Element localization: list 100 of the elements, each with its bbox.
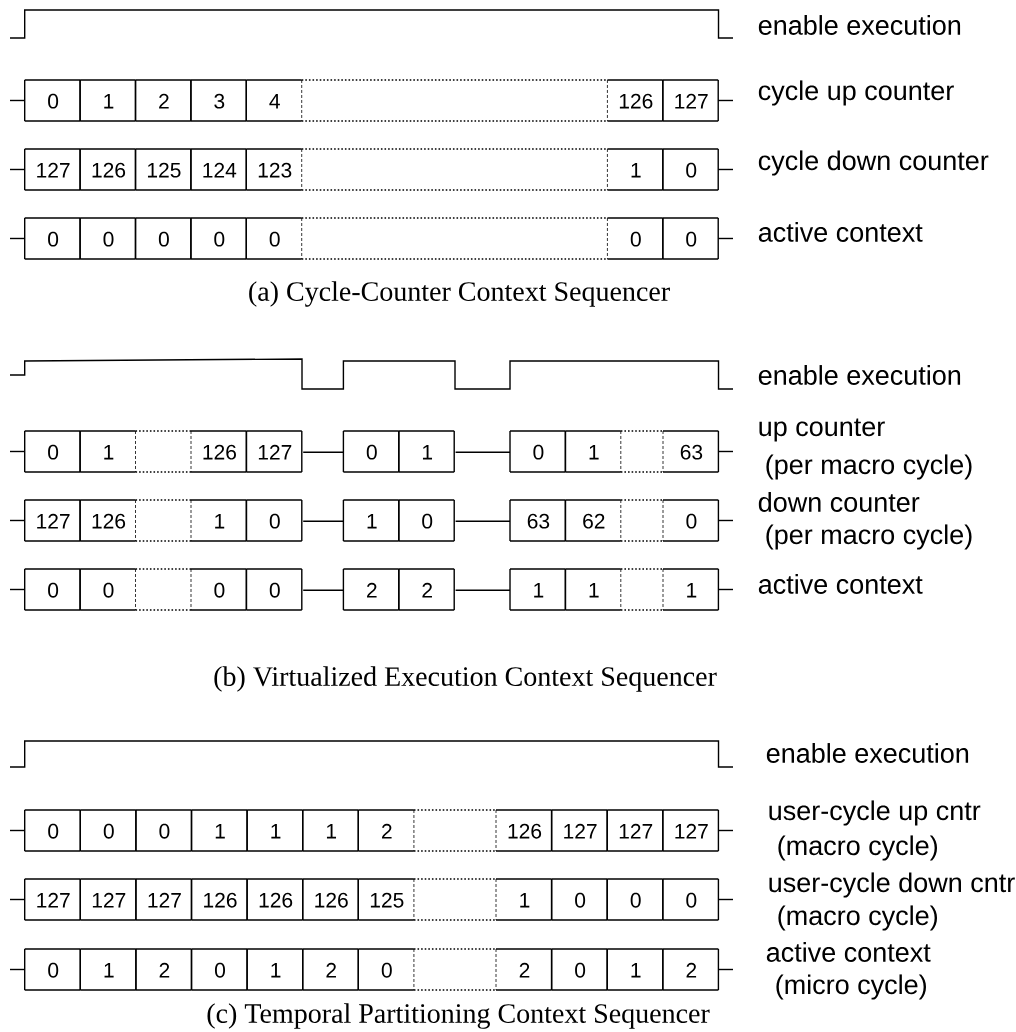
- value-cell: 0: [24, 948, 81, 991]
- signal-label: (per macro cycle): [766, 524, 972, 550]
- value-cell: 1: [79, 79, 137, 122]
- value-cell: 0: [662, 148, 719, 191]
- signal-label: active context: [758, 574, 923, 594]
- value-cell: 127: [606, 809, 664, 852]
- value-cell: 0: [550, 948, 608, 991]
- value-cell: 0: [24, 430, 81, 473]
- signal-label: enable execution: [758, 365, 961, 385]
- value-cell: 126: [302, 878, 359, 921]
- value-cell: 1: [606, 148, 664, 191]
- value-cell: 126: [606, 79, 664, 122]
- value-cell: 125: [134, 148, 192, 191]
- value-cell: 1: [606, 948, 664, 991]
- signal-label: down counter: [758, 492, 920, 512]
- value-cell: 1: [190, 499, 248, 542]
- signal-label: (macro cycle): [778, 835, 937, 861]
- value-cell: 0: [606, 217, 664, 260]
- bus-line: [302, 520, 345, 522]
- value-cell: 2: [495, 948, 553, 991]
- dotted-gap: [134, 499, 192, 542]
- value-cell: 127: [79, 878, 137, 921]
- value-cell: 1: [564, 430, 622, 473]
- value-cell: 0: [190, 568, 248, 611]
- value-cell: 0: [357, 948, 415, 991]
- value-cell: 1: [246, 809, 304, 852]
- value-cell: 0: [24, 217, 81, 260]
- value-cell: 1: [246, 948, 304, 991]
- value-cell: 0: [79, 217, 137, 260]
- value-cell: 0: [245, 568, 303, 611]
- signal-label: cycle down counter: [758, 150, 989, 176]
- value-cell: 0: [550, 878, 608, 921]
- value-cell: 2: [134, 79, 192, 122]
- value-cell: 125: [357, 878, 415, 921]
- value-cell: 0: [24, 809, 81, 852]
- value-cell: 126: [190, 430, 248, 473]
- dotted-gap: [620, 430, 664, 473]
- value-cell: 1: [302, 809, 359, 852]
- value-cell: 126: [190, 878, 248, 921]
- value-cell: 127: [135, 878, 193, 921]
- value-cell: 0: [662, 499, 720, 542]
- value-cell: 0: [398, 499, 455, 542]
- dotted-gap: [620, 568, 664, 611]
- signal-label: up counter: [759, 418, 885, 442]
- caption: (b) Virtualized Execution Context Sequencer: [214, 666, 717, 692]
- dotted-gap: [300, 79, 609, 122]
- value-cell: 1: [564, 568, 622, 611]
- value-cell: 123: [245, 148, 303, 191]
- value-cell: 127: [550, 809, 608, 852]
- value-cell: 1: [190, 809, 248, 852]
- value-cell: 127: [245, 430, 303, 473]
- dotted-gap: [620, 499, 664, 542]
- signal-label: user-cycle down cntr: [769, 872, 1015, 898]
- signal-label: (micro cycle): [776, 974, 926, 1000]
- value-cell: 0: [190, 217, 247, 260]
- signal-label: active context: [766, 942, 931, 962]
- value-cell: 1: [495, 878, 553, 921]
- value-cell: 2: [135, 948, 193, 991]
- bus-line: [302, 589, 345, 591]
- bus-line: [454, 589, 511, 591]
- signal-label: enable execution: [758, 15, 961, 35]
- signal-label: (per macro cycle): [766, 454, 972, 480]
- value-cell: 1: [79, 948, 137, 991]
- signal-label: cycle up counter: [758, 80, 954, 106]
- value-cell: 2: [662, 948, 720, 991]
- value-cell: 0: [190, 948, 248, 991]
- value-cell: 63: [509, 499, 567, 542]
- value-cell: 127: [662, 79, 719, 122]
- value-cell: 126: [246, 878, 304, 921]
- value-cell: 0: [135, 809, 193, 852]
- value-cell: 126: [79, 499, 137, 542]
- value-cell: 63: [662, 430, 720, 473]
- signal-label: enable execution: [766, 743, 969, 763]
- value-cell: 2: [342, 568, 400, 611]
- value-cell: 62: [564, 499, 622, 542]
- value-cell: 127: [662, 809, 720, 852]
- value-cell: 3: [190, 79, 247, 122]
- value-cell: 1: [398, 430, 455, 473]
- bus-line: [302, 451, 345, 453]
- value-cell: 2: [302, 948, 359, 991]
- value-cell: 1: [509, 568, 567, 611]
- value-cell: 0: [662, 878, 720, 921]
- value-cell: 0: [24, 568, 81, 611]
- value-cell: 0: [79, 568, 137, 611]
- value-cell: 126: [79, 148, 137, 191]
- value-cell: 124: [190, 148, 247, 191]
- signal-label: user-cycle up cntr: [769, 800, 981, 826]
- value-cell: 0: [79, 809, 137, 852]
- dotted-gap: [134, 568, 192, 611]
- value-cell: 2: [398, 568, 455, 611]
- bus-line: [454, 451, 511, 453]
- dotted-gap: [413, 948, 497, 991]
- value-cell: 2: [357, 809, 415, 852]
- value-cell: 0: [509, 430, 567, 473]
- value-cell: 1: [79, 430, 137, 473]
- value-cell: 127: [24, 148, 81, 191]
- dotted-gap: [413, 809, 497, 852]
- value-cell: 0: [662, 217, 719, 260]
- value-cell: 127: [24, 878, 81, 921]
- caption: (a) Cycle-Counter Context Sequencer: [249, 281, 670, 307]
